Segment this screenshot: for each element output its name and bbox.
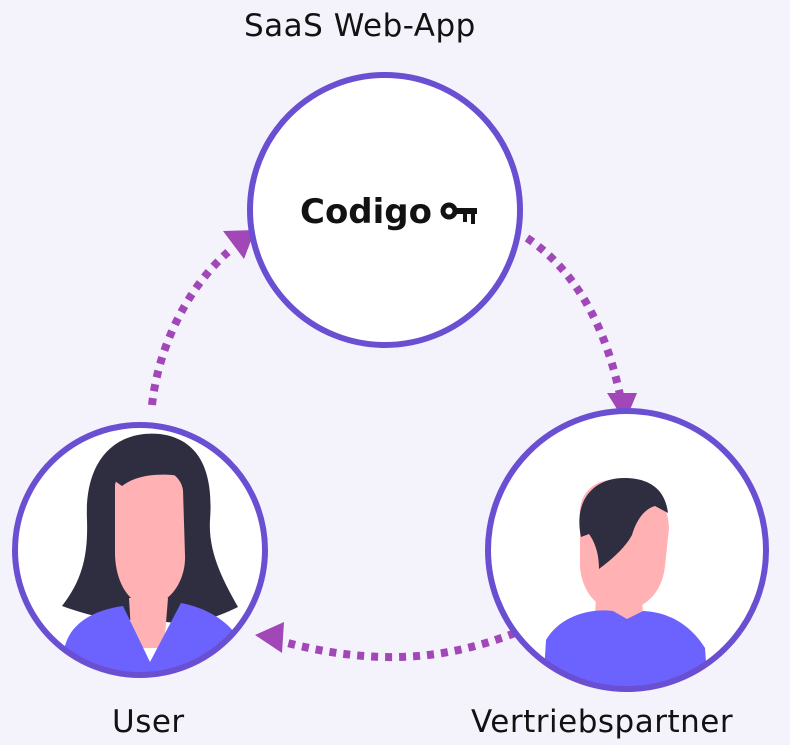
key-icon — [440, 202, 477, 224]
arrow-app-to-partner — [524, 234, 637, 422]
app-node: Codigo — [247, 72, 523, 348]
arrow-partner-to-user — [255, 622, 517, 662]
partner-caption: Vertriebspartner — [471, 704, 734, 740]
logo-text: Codigo — [300, 192, 432, 232]
arrow-user-to-app — [148, 230, 255, 406]
partner-node — [485, 408, 769, 692]
user-caption: User — [112, 704, 185, 740]
user-node — [12, 422, 268, 678]
app-caption: SaaS Web-App — [244, 8, 476, 44]
woman-avatar-icon — [54, 433, 246, 675]
